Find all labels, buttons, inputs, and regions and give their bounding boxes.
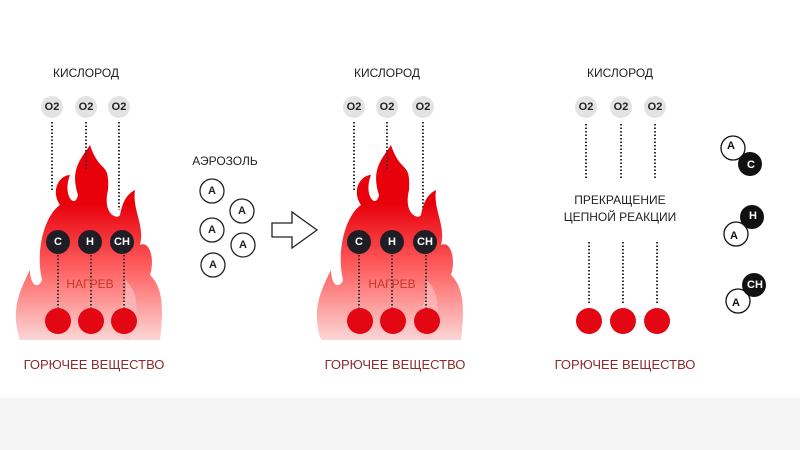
fuel-label: ГОРЮЧЕЕ ВЕЩЕСТВО xyxy=(555,357,696,372)
fuel-particle xyxy=(414,308,440,334)
radical-molecule: CH xyxy=(747,279,763,291)
oxygen-molecule: O2 xyxy=(79,101,94,113)
bottom-band xyxy=(0,398,800,450)
bound-pair: A H xyxy=(723,205,764,247)
aerosol-particle: A xyxy=(239,239,247,251)
aerosol-particle: A xyxy=(727,140,735,152)
heat-label: НАГРЕВ xyxy=(368,277,415,291)
fuel-particle xyxy=(78,308,104,334)
oxygen-molecule: O2 xyxy=(380,101,395,113)
bond-lines xyxy=(585,124,658,305)
oxygen-molecule: O2 xyxy=(347,101,362,113)
oxygen-molecules: O2 O2 O2 xyxy=(41,96,130,118)
chain-stop-label: ЦЕПНОЙ РЕАКЦИИ xyxy=(564,209,677,224)
oxygen-molecule: O2 xyxy=(45,101,60,113)
fuel-particle xyxy=(644,308,670,334)
aerosol-label: АЭРОЗОЛЬ xyxy=(192,154,258,168)
panel-chain-reaction-stopped: КИСЛОРОД O2 O2 O2 ПРЕКРАЩЕНИЕ ЦЕПНОЙ РЕА… xyxy=(555,66,766,372)
fuel-particle xyxy=(111,308,137,334)
oxygen-molecule: O2 xyxy=(416,101,431,113)
fuel-particle xyxy=(380,308,406,334)
panel-combustion: КИСЛОРОД O2 O2 O2 C H CH НАГРЕВ ГОРЮЧЕЕ … xyxy=(15,66,165,372)
radical-molecule: H xyxy=(86,236,94,248)
oxygen-molecule: O2 xyxy=(112,101,127,113)
fuel-label: ГОРЮЧЕЕ ВЕЩЕСТВО xyxy=(24,357,165,372)
fuel-particle xyxy=(610,308,636,334)
aerosol-particle: A xyxy=(208,224,216,236)
radical-molecule: CH xyxy=(417,236,433,248)
aerosol-particle: A xyxy=(209,259,217,271)
oxygen-label: КИСЛОРОД xyxy=(587,66,653,80)
aerosol-particle: A xyxy=(732,297,740,309)
oxygen-molecule: O2 xyxy=(579,101,594,113)
bound-pair: A CH xyxy=(725,273,766,314)
chain-stop-label: ПРЕКРАЩЕНИЕ xyxy=(574,193,665,207)
radical-molecule: C xyxy=(355,236,363,248)
oxygen-label: КИСЛОРОД xyxy=(53,66,119,80)
oxygen-molecule: O2 xyxy=(648,101,663,113)
radical-molecule: C xyxy=(747,159,755,171)
heat-label: НАГРЕВ xyxy=(66,277,113,291)
fuel-particle xyxy=(576,308,602,334)
radical-molecule: H xyxy=(388,236,396,248)
aerosol-particle: A xyxy=(238,205,246,217)
oxygen-molecule: O2 xyxy=(614,101,629,113)
aerosol-group: АЭРОЗОЛЬ A A A A A xyxy=(192,154,319,278)
bound-pair: A C xyxy=(720,135,762,176)
radical-molecule: C xyxy=(54,236,62,248)
fuel-label: ГОРЮЧЕЕ ВЕЩЕСТВО xyxy=(325,357,466,372)
fuel-particle xyxy=(45,308,71,334)
aerosol-particle: A xyxy=(208,185,216,197)
aerosol-particle: A xyxy=(730,230,738,242)
fuel-particle xyxy=(347,308,373,334)
radical-molecule: CH xyxy=(114,236,130,248)
radical-molecule: H xyxy=(749,210,757,222)
oxygen-label: КИСЛОРОД xyxy=(354,66,420,80)
panel-combustion-with-aerosol: КИСЛОРОД O2 O2 O2 C H CH НАГРЕВ ГОРЮЧЕЕ … xyxy=(316,66,466,372)
arrow-right-icon xyxy=(271,210,319,250)
